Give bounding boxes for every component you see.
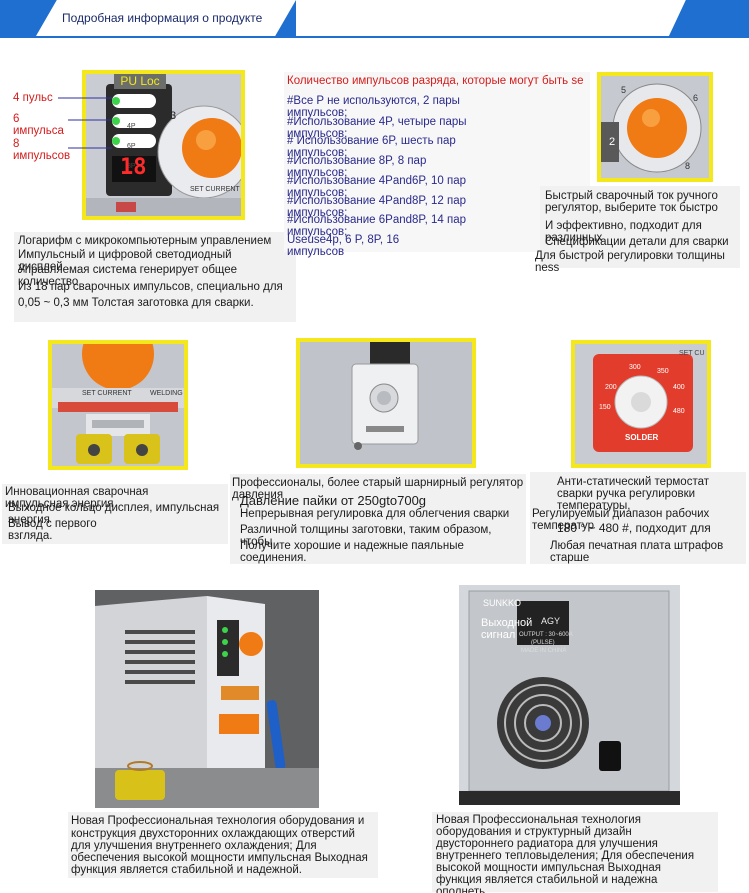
plate-origin: MADE IN CHINA — [521, 648, 567, 654]
temp-150: 150 — [599, 404, 611, 411]
dial-label: SET CURRENT — [190, 186, 240, 193]
caption-3-line-4: Для быстрой регулировки толщины ness — [535, 250, 725, 274]
marker-2: 2 — [609, 136, 616, 148]
pulse-list-line-6: #Использование 4Pand8P, 12 пар импульсов… — [287, 195, 466, 219]
photo-control-panel: PU Loc 4P 6P 8P 18 3 SET CURRENT — [82, 70, 245, 220]
caption-7-line-5: функция является стабильной и надежной. — [71, 864, 302, 876]
caption-5-line-1: Профессионалы, более старый шарнирный ре… — [232, 477, 524, 501]
caption-box-4 — [2, 484, 228, 544]
caption-8-line-7: ополнеть — [436, 886, 486, 893]
temp-350: 350 — [657, 368, 669, 375]
plate-model: AGY — [541, 616, 561, 626]
caption-7-line-1: Новая Профессиональная технология оборуд… — [71, 815, 365, 827]
caption-3-line-1: Быстрый сварочный ток ручного регулятор,… — [545, 190, 718, 214]
caption-8-line-2: оборудования и структурный дизайн — [436, 826, 632, 838]
label-8-pulse: 8 импульсов — [13, 138, 71, 162]
label-6-pulse: 6 импульса — [13, 113, 64, 137]
pulse-list-line-4: #Использование 8P, 8 пар импульсов; — [287, 155, 427, 179]
photo-machine-side — [95, 590, 319, 808]
caption-8-line-5: высокой мощности импульсная Выходная — [436, 862, 662, 874]
dial-label-2: SET CURRENT — [82, 390, 132, 397]
solder-label: SOLDER — [625, 433, 659, 442]
caption-1-line-2: Импульсный и цифровой светодиодный диспл… — [18, 249, 232, 273]
caption-6-line-1: Анти-статический термостат сварки ручка … — [557, 476, 710, 512]
caption-box-8 — [432, 812, 718, 892]
top-label: SET CU — [679, 350, 705, 357]
caption-7-line-2: конструкция двухсторонних охлаждающих от… — [71, 828, 355, 840]
caption-box-7 — [68, 812, 378, 878]
caption-5-line-3: Непрерывная регулировка для облегчения с… — [240, 508, 510, 520]
pulse-list-box — [284, 72, 590, 252]
caption-box-5 — [230, 474, 526, 564]
pulse-list-line-7: #Использование 6Pand8P, 14 пар импульсов… — [287, 214, 466, 238]
caption-7-line-4: обеспечения высокой мощности импульсная … — [71, 852, 368, 864]
photo-welding-heads: SET CURRENT WELDING — [48, 340, 188, 470]
temp-400: 400 — [673, 384, 685, 391]
caption-1-line-4: Из 18 пар сварочных импульсов, специальн… — [18, 281, 283, 293]
pulse-list-title: Количество импульсов разряда, которые мо… — [287, 75, 584, 87]
temp-300: 300 — [629, 364, 641, 371]
caption-1-line-3: Управляемая система генерирует общее кол… — [18, 264, 238, 288]
caption-1-line-5: 0,05 ~ 0,3 мм Толстая заготовка для свар… — [18, 297, 254, 309]
plate-pulse: (PULSE) — [531, 640, 555, 646]
caption-7-line-3: для улучшения внутреннего охлаждения; Дл… — [71, 840, 317, 852]
caption-box-6 — [530, 472, 746, 564]
caption-3-line-3: Спецификации детали для сварки — [545, 236, 729, 248]
knob-number-6: 6 — [693, 93, 699, 103]
photo-pressure-regulator — [296, 338, 476, 468]
caption-8-line-4: внутреннего тепловыделения; Для обеспече… — [436, 850, 695, 862]
pulse-list-line-2: #Использование 4P, четыре пары импульсов… — [287, 116, 467, 140]
pulse-list-line-1: #Все P не используются, 2 пары импульсов… — [287, 95, 460, 119]
header-light-band — [296, 0, 686, 38]
output-signal-label: Выходной сигнал — [481, 617, 533, 641]
photo-current-knob: 2 5 6 8 — [597, 72, 713, 182]
switch-label-4p: 4P — [127, 123, 136, 130]
caption-4-line-3: Вывод с первого взгляда. — [8, 518, 97, 542]
pulse-list-line-8: Useuse4p, 6 P, 8P, 16 импульсов — [287, 234, 400, 258]
caption-6-line-4: Любая печатная плата штрафов старше — [550, 540, 724, 564]
page-title: Подробная информация о продукте — [62, 11, 263, 25]
caption-5-line-4: Различной толщины заготовки, таким образ… — [240, 524, 492, 548]
pulse-display: 18 — [120, 155, 147, 180]
caption-8-line-1: Новая Профессиональная технология — [436, 814, 641, 826]
caption-8-line-3: двустороннего радиатора для улучшения — [436, 838, 658, 850]
temp-200: 200 — [605, 384, 617, 391]
header-underline — [0, 36, 749, 38]
photo-machine-rear: SUNKKO AGY OUTPUT : 30~600A (PULSE) MADE… — [459, 585, 680, 805]
knob-number-8: 8 — [685, 161, 691, 171]
header-title-tab — [36, 0, 296, 36]
caption-4-line-2: Выходное кольцо дисплея, импульсная энер… — [8, 502, 220, 526]
plate-output: OUTPUT : 30~600A — [519, 632, 573, 638]
pointer-lines — [58, 97, 112, 149]
welding-label: WELDING — [150, 390, 183, 397]
caption-6-line-3: 180 ° ~ 480 #, подходит для — [557, 521, 711, 535]
label-4-pulse: 4 пульс — [13, 92, 53, 104]
caption-8-line-6: функция является стабильной и надежна — [436, 874, 658, 886]
panel-label: PU Loc — [114, 74, 166, 89]
caption-5-line-2: Давление пайки от 250gto700g — [240, 493, 427, 508]
caption-1-line-1: Логарифм с микрокомпьютерным управлением — [18, 235, 272, 247]
switch-label-6p: 6P — [127, 143, 136, 150]
caption-3-line-2: И эффективно, подходит для различных — [545, 220, 702, 244]
caption-box-3 — [540, 186, 740, 268]
pulse-list-line-5: #Использование 4Pand6P, 10 пар импульсов… — [287, 175, 466, 199]
brand-label: SUNKKO — [483, 598, 522, 608]
pulse-list-line-3: # Использование 6P, шесть пар импульсов; — [287, 135, 456, 159]
switch-label-8p: 8P — [127, 163, 136, 170]
photo-thermostat-knob: 300 350 400 200 480 150 SOLDER SET CU — [571, 340, 711, 468]
marker-3: 3 — [170, 110, 177, 122]
caption-box-1 — [14, 232, 296, 322]
caption-4-line-1: Инновационная сварочная импульсная энерг… — [5, 486, 149, 510]
caption-5-line-5: Получите хорошие и надежные паяльные сое… — [240, 540, 464, 564]
knob-number-5: 5 — [621, 85, 627, 95]
caption-6-line-2: Регулируемый диапазон рабочих температур — [532, 508, 710, 532]
temp-480: 480 — [673, 408, 685, 415]
